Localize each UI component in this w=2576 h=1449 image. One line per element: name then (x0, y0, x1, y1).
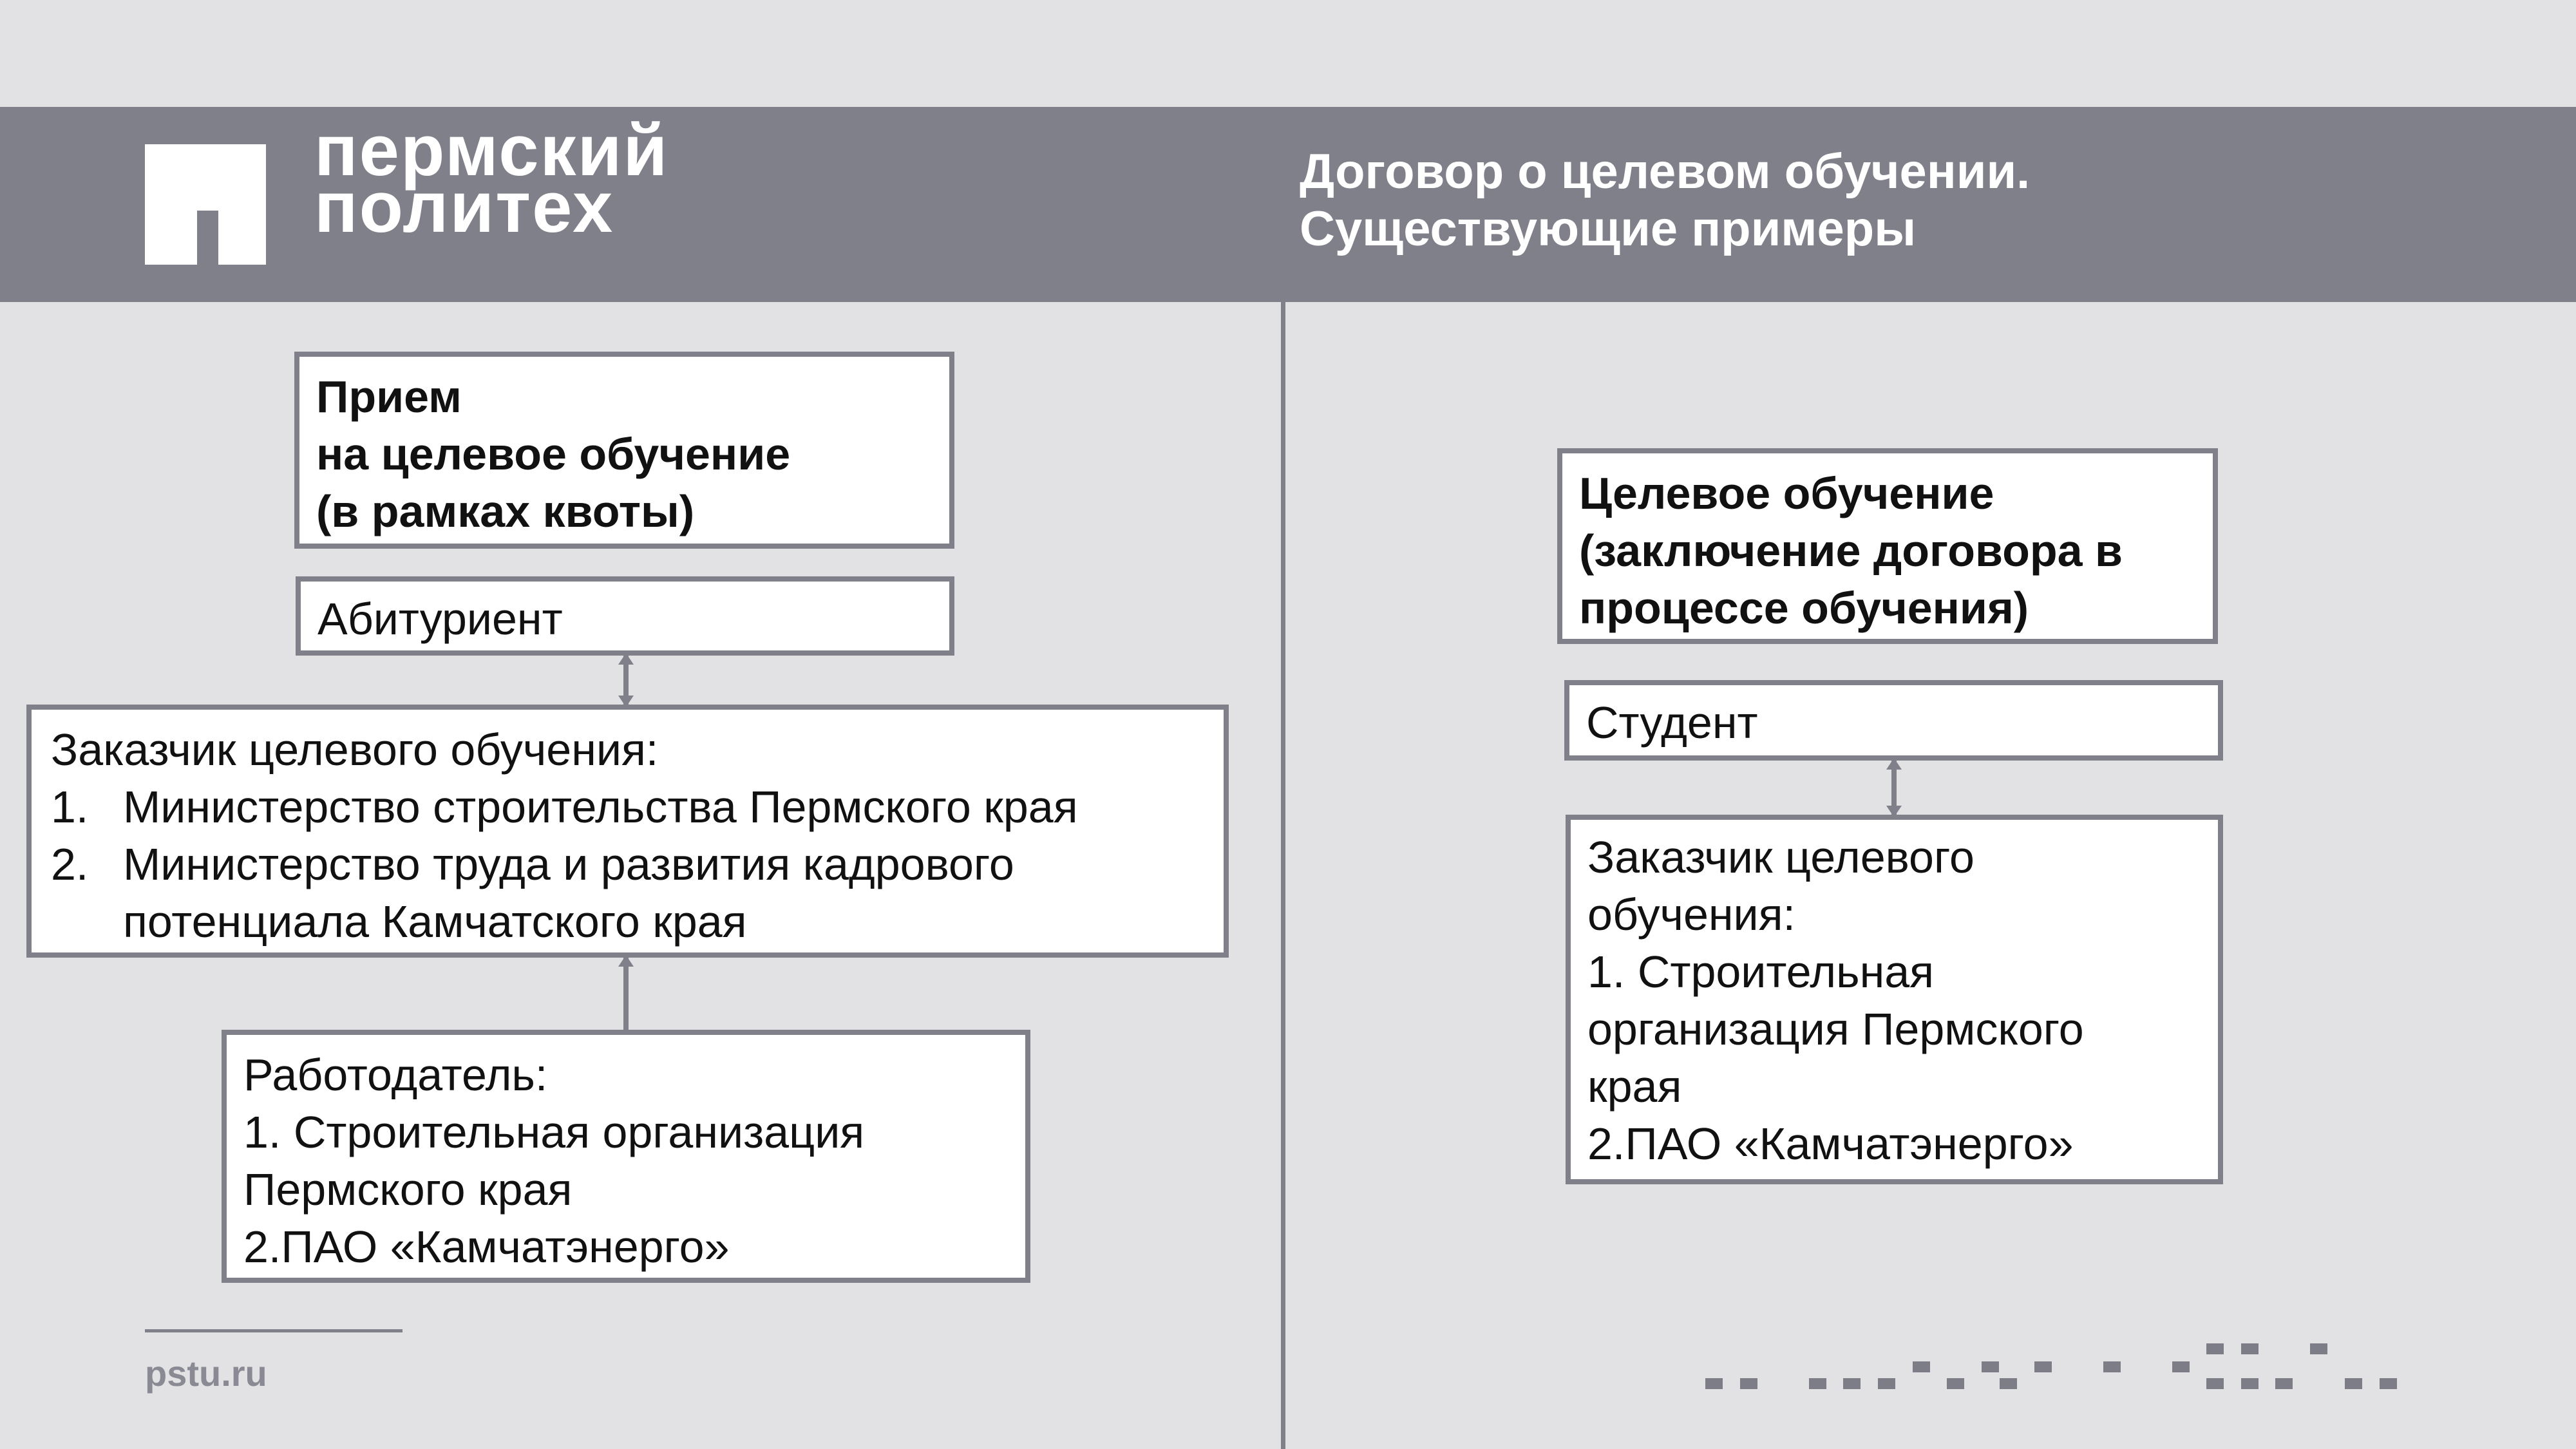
vertical-divider (1281, 302, 1285, 1449)
arrowhead-icon (618, 955, 634, 967)
decor-dot (2206, 1343, 2224, 1354)
text-line: на целевое обучение (316, 429, 791, 479)
applicant-box: Абитуриент (296, 576, 954, 656)
footer-rule (145, 1329, 402, 1332)
decor-dot (2380, 1378, 2397, 1389)
arrowhead-icon (618, 696, 634, 707)
logo-text: пермский политех (314, 110, 669, 247)
decor-dot (1705, 1378, 1723, 1389)
decor-dot (2034, 1361, 2052, 1372)
decor-dot (1878, 1378, 1895, 1389)
text-line: обучения: (1587, 889, 1795, 940)
decor-dot (2241, 1343, 2259, 1354)
decor-dot (1947, 1378, 1964, 1389)
text-line: (в рамках квоты) (316, 486, 695, 536)
text-line: Целевое обучение (1579, 468, 1994, 518)
text-line: 2.ПАО «Камчатэнерго» (1587, 1119, 2074, 1169)
text-line: организация Пермского (1587, 1004, 2084, 1054)
list-item: 2. Министерство труда и развития кадровог… (51, 836, 1224, 893)
item-text: потенциала Камчатского края (123, 896, 747, 947)
logo-line-1: пермский (314, 110, 669, 191)
admission-box: Прием на целевое обучение (в рамках квот… (294, 352, 954, 549)
text-line: 1. Строительная организация (243, 1107, 865, 1157)
decor-dot (2206, 1378, 2224, 1389)
decor-dot (1982, 1361, 1999, 1372)
decor-dot (2241, 1378, 2259, 1389)
decor-dot (1809, 1378, 1826, 1389)
text-line: 2.ПАО «Камчатэнерго» (243, 1222, 730, 1272)
arrowhead-icon (618, 653, 634, 665)
page-title: Договор о целевом обучении. Существующие… (1300, 143, 2030, 258)
decor-dot (1843, 1378, 1861, 1389)
text-line: края (1587, 1061, 1682, 1112)
text-line: процессе обучения) (1579, 583, 2029, 633)
targeted-box: Целевое обучение (заключение договора в … (1557, 448, 2218, 644)
item-number: 2. (51, 839, 89, 889)
text-line: Работодатель: (243, 1050, 548, 1100)
list-item: 1. Министерство строительства Пермского к… (51, 779, 1224, 836)
header-band (0, 107, 2576, 302)
item-text: Министерство труда и развития кадрового (123, 839, 1014, 889)
logo-mark-notch (197, 211, 218, 265)
title-line-1: Договор о целевом обучении. (1300, 144, 2031, 199)
title-line-2: Существующие примеры (1300, 202, 1917, 256)
employer-box: Работодатель: 1. Строительная организаци… (222, 1030, 1030, 1283)
right-customer-box: Заказчик целевого обучения: 1. Строитель… (1566, 815, 2223, 1184)
decor-dot (2345, 1378, 2362, 1389)
student-label: Студент (1586, 697, 1758, 748)
arrowhead-icon (1886, 806, 1902, 817)
list-item: потенциала Камчатского края (51, 893, 1224, 951)
decor-dot (1740, 1378, 1757, 1389)
decor-dot (2103, 1361, 2121, 1372)
decor-dot (2275, 1378, 2293, 1389)
text-line: Пермского края (243, 1164, 573, 1215)
item-text: Министерство строительства Пермского кра… (123, 782, 1078, 832)
customer-box: Заказчик целевого обучения: 1. Министерст… (26, 705, 1229, 958)
customer-title: Заказчик целевого обучения: (51, 724, 659, 775)
logo-line-2: политех (314, 167, 614, 247)
text-line: 1. Строительная (1587, 947, 1935, 997)
text-line: Заказчик целевого (1587, 832, 1975, 882)
item-number: 1. (51, 782, 89, 832)
text-line: (заключение договора в (1579, 526, 2123, 576)
text-line: Прием (316, 372, 462, 422)
decor-dot (2172, 1361, 2190, 1372)
decor-dot (2310, 1343, 2327, 1354)
applicant-label: Абитуриент (317, 594, 563, 644)
site-link[interactable]: pstu.ru (145, 1353, 267, 1394)
student-box: Студент (1564, 680, 2223, 761)
arrowhead-icon (1886, 758, 1902, 770)
decor-dot (2000, 1378, 2017, 1389)
decor-dot (1913, 1361, 1930, 1372)
